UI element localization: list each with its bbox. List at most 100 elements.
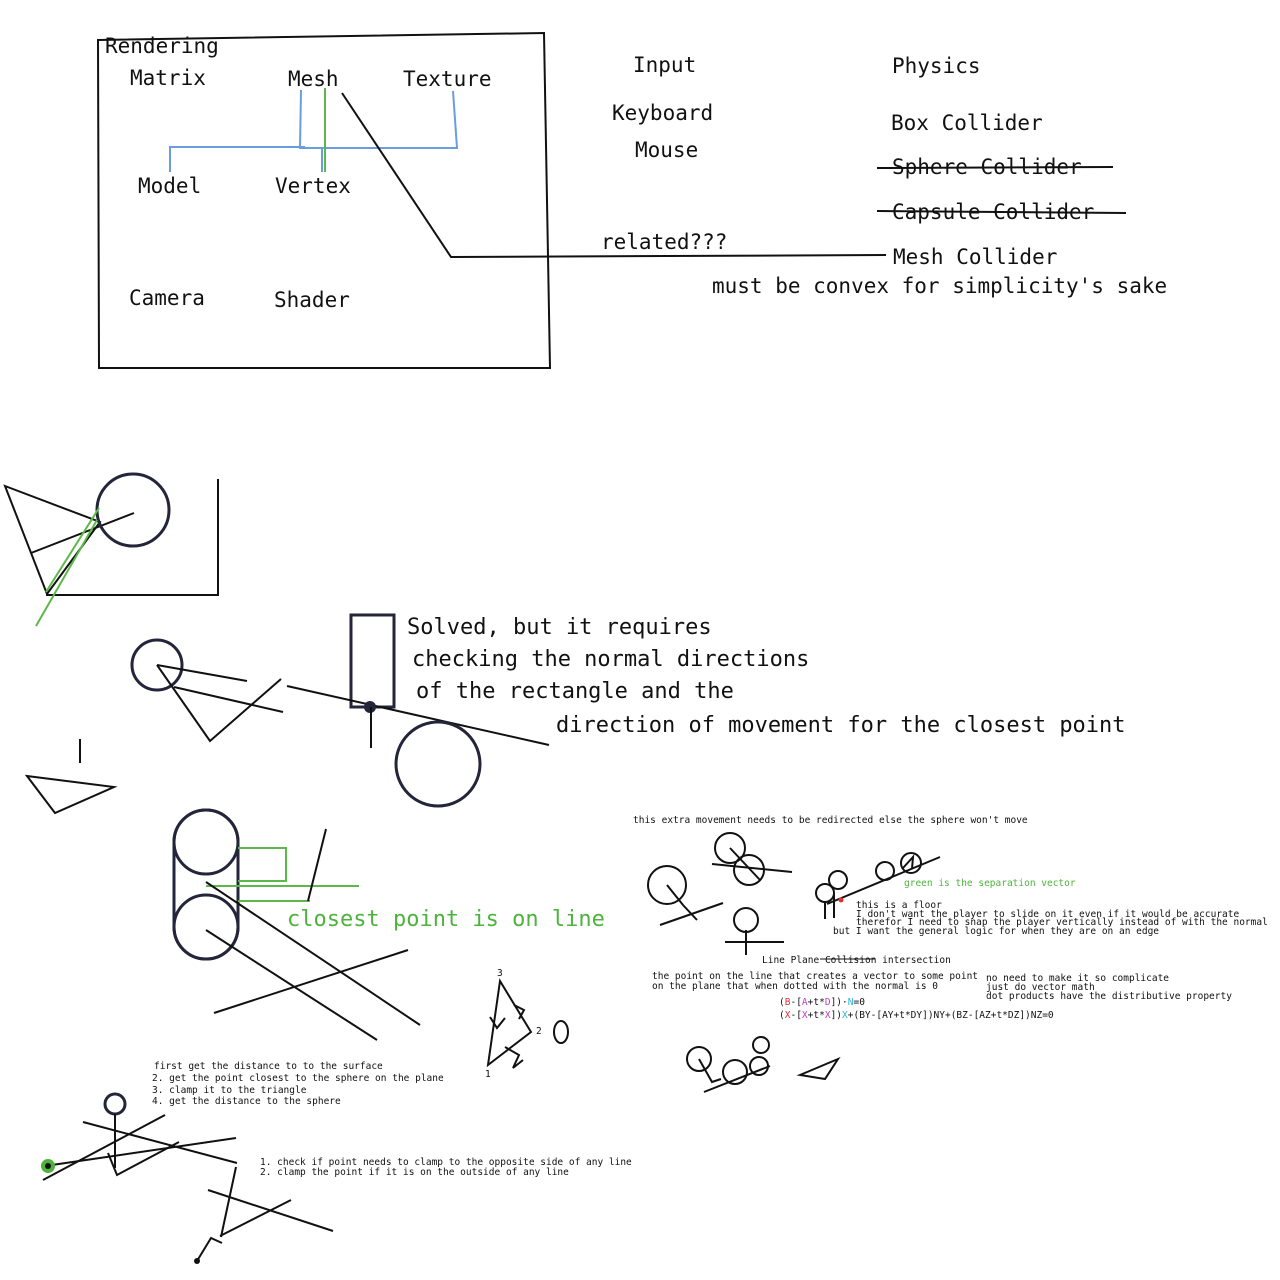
solved-note-line-4: direction of movement for the closest po… [556,713,1126,738]
sketch-rectangle-slope: Solved, but it requires checking the nor… [286,613,1126,808]
equation-2: (X-[X+t*X])X+(BY-[AY+t*DY])NY+(BZ-[AZ+t*… [779,1010,1054,1021]
line-plane-suffix: intersection [882,955,951,966]
eq2-part-0: ( [779,1010,785,1021]
right-sphere-2-line [711,863,793,873]
eq1-part-1: B [785,997,791,1008]
sketch-capsule: closest point is on line [172,808,605,1041]
clamp-step-1: 1. check if point needs to clamp to the … [260,1157,632,1168]
red-contact-point [838,897,844,903]
floor-note-line-2: I don't want the player to slide on it e… [856,909,1239,920]
solved-note-line-3: of the rectangle and the [416,679,734,704]
closest-point-note: closest point is on line [287,907,605,932]
eq1-part-2: -[ [790,997,801,1008]
capsule-line-4 [213,949,409,1014]
mesh-to-collider-line [341,92,887,259]
eq1-part-4: +t* [808,997,825,1008]
bottom-line-5 [219,1199,292,1237]
edge-sphere-4 [900,852,922,874]
right-sphere-2-normal [729,847,761,881]
rendering-title: Rendering [105,34,219,58]
lower-normal [698,1058,722,1084]
edge-arrow [902,854,915,870]
vector-note-line-3: dot products have the distributive prope… [986,991,1232,1002]
capsule-bottom-sphere [172,893,240,961]
lower-sphere-2 [722,1059,748,1085]
right-sphere-3 [733,854,765,886]
edge-sphere-3 [875,861,895,881]
bottom-wedge [107,1141,180,1177]
eq1-part-3: A [802,997,808,1008]
slope-sphere [394,720,482,808]
corner-green-2 [45,507,100,593]
clamp-step-2: 2. clamp the point if it is on the outsi… [260,1167,569,1178]
floor-note-line-4: but I want the general logic for when th… [833,926,1159,937]
eq2-part-7: X [842,1010,848,1021]
dot-note-line-1: the point on the line that creates a vec… [652,971,978,982]
eq1-part-7: · [842,997,848,1008]
right-sphere-2 [714,832,746,864]
capsule-line-3 [205,929,378,1041]
small-oval [553,1020,569,1044]
triangle-sketch-2 [156,664,282,743]
capsule-green-box [238,847,287,882]
floor-note-line-1: this is a floor [856,900,942,911]
eq2-part-8: +(BY-[AY+t*DY])NY+(BZ-[AZ+t*DZ])NZ=0 [848,1010,1054,1021]
eq1-part-0: ( [779,997,785,1008]
small-sphere [130,638,184,692]
eq2-part-4: +t* [808,1010,825,1021]
equation-1: (B-[A+t*D])·N=0 [779,997,865,1008]
bottom-line-6 [220,1166,237,1238]
capsule-top-sphere [172,808,240,876]
solved-note-line-1: Solved, but it requires [407,615,712,640]
triangle-arrow-2 [513,1004,526,1020]
triangle-label-3: 3 [497,968,503,979]
lower-triangle [796,1056,841,1081]
input-item-mouse: Mouse [635,138,698,162]
distance-step-1: first get the distance to to the surface [154,1061,383,1072]
related-label: related??? [601,230,727,254]
rendering-item-model: Model [138,174,201,198]
line-plane-heading: Line Plane Collision intersection [762,955,951,966]
triangle-label-2: 2 [536,1026,542,1037]
sketch-corner [3,472,219,627]
lower-line [703,1065,771,1093]
right-sphere-4 [733,907,759,933]
vector-note-line-1: no need to make it so complicate [986,973,1169,984]
eq1-part-9: =0 [853,997,865,1008]
rendering-item-matrix: Matrix [130,66,206,90]
sketch-distance-steps: first get the distance to to the surface… [41,1061,632,1264]
line-plane-prefix: Line Plane [762,955,819,966]
sketch-numbered-triangle: 3 2 1 [485,968,569,1080]
solved-note-line-2: checking the normal directions [412,647,809,672]
lower-sphere-4 [752,1036,770,1054]
lower-sphere-1 [686,1046,712,1072]
sketch-circle-triangle [24,638,284,815]
triangle-arrow-1 [489,1016,506,1030]
dot-note-line-2: on the plane that when dotted with the n… [652,981,938,992]
mesh-texture-connector [298,89,459,149]
model-connector [169,146,305,172]
distance-step-3: 3. clamp it to the triangle [152,1085,307,1096]
corner-green-1 [35,519,98,627]
eq2-part-1: X [785,1010,791,1021]
eq2-part-5: X [825,1010,831,1021]
physics-title: Physics [892,54,981,78]
small-triangle [24,774,118,815]
distance-step-2: 2. get the point closest to the sphere o… [152,1073,444,1084]
triangle-arrow-3 [504,1046,524,1069]
edge-sphere-2 [828,870,848,890]
bottom-dot [194,1258,200,1264]
mesh-collider-note: must be convex for simplicity's sake [712,274,1167,298]
separation-note: green is the separation vector [904,878,1076,889]
eq1-part-5: D [825,997,831,1008]
input-group: Input Keyboard Mouse [612,53,713,162]
sketch-right-notes: this extra movement needs to be redirect… [633,815,1268,1093]
input-item-keyboard: Keyboard [612,101,713,125]
right-sphere-1-normal [666,884,698,921]
bottom-sphere [103,1092,127,1116]
capsule-collider-strike [876,210,1127,214]
eq2-part-6: ]) [831,1010,842,1021]
bottom-hook [196,1236,223,1262]
floor-note-line-3: therefor I need to snap the player verti… [856,917,1268,928]
